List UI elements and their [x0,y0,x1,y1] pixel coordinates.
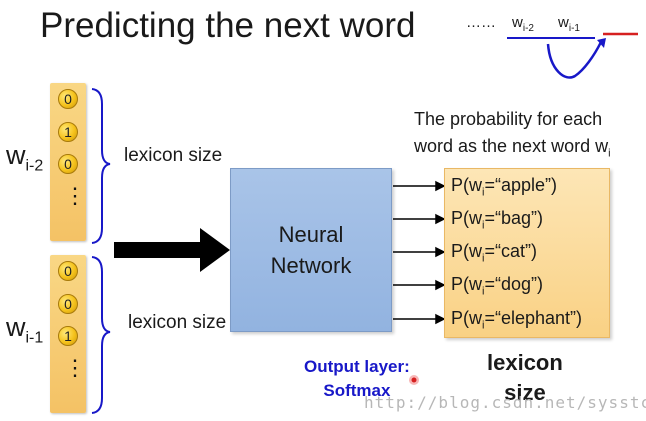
probability-row-bag: P(wi=“bag”) [451,208,543,232]
output-layer-label: Output layer: Softmax [304,357,410,400]
value-coin: 1 [58,122,78,142]
value-coin: 0 [58,294,78,314]
neural-network-box: Neural Network [230,168,392,332]
output-lexicon-size-label: lexicon size [487,350,563,405]
output-arrows [393,180,446,325]
probability-row-cat: P(wi=“cat”) [451,241,537,265]
value-coin: 0 [58,261,78,281]
brace-top [91,88,111,244]
curved-arrow-head [597,38,606,48]
input-arrow [114,228,230,272]
watermark: http://blog.csdn.net/sysstc [364,393,646,412]
probability-row-dog: P(wi=“dog”) [451,274,543,298]
probability-row-apple: P(wi=“apple”) [451,175,557,199]
curved-arrow [546,41,603,79]
value-coin: 0 [58,154,78,174]
context-ellipsis: …… [466,14,496,31]
input-label-2: wi-1 [6,312,44,347]
ellipsis-dots: ⋮ [64,355,86,380]
context-word-2: wi-1 [558,14,580,34]
output-heading: The probability for each word as the nex… [414,109,611,160]
value-coin: 0 [58,89,78,109]
output-probability-box: P(wi=“apple”) P(wi=“bag”) P(wi=“cat”) P(… [444,168,610,338]
neural-network-label: Neural Network [270,222,352,278]
brace-bottom [91,256,111,414]
input-vector-1: 0 1 0 ⋮ [50,83,86,241]
input-label-1: wi-2 [6,140,44,175]
lexicon-size-label-2: lexicon size [128,312,227,333]
ellipsis-dots: ⋮ [64,183,86,208]
page-title: Predicting the next word [40,6,416,45]
value-coin: 1 [58,326,78,346]
probability-row-elephant: P(wi=“elephant”) [451,308,583,332]
context-word-1: wi-2 [512,14,534,34]
lexicon-size-label-1: lexicon size [124,145,223,166]
input-vector-2: 0 0 1 ⋮ [50,255,86,413]
